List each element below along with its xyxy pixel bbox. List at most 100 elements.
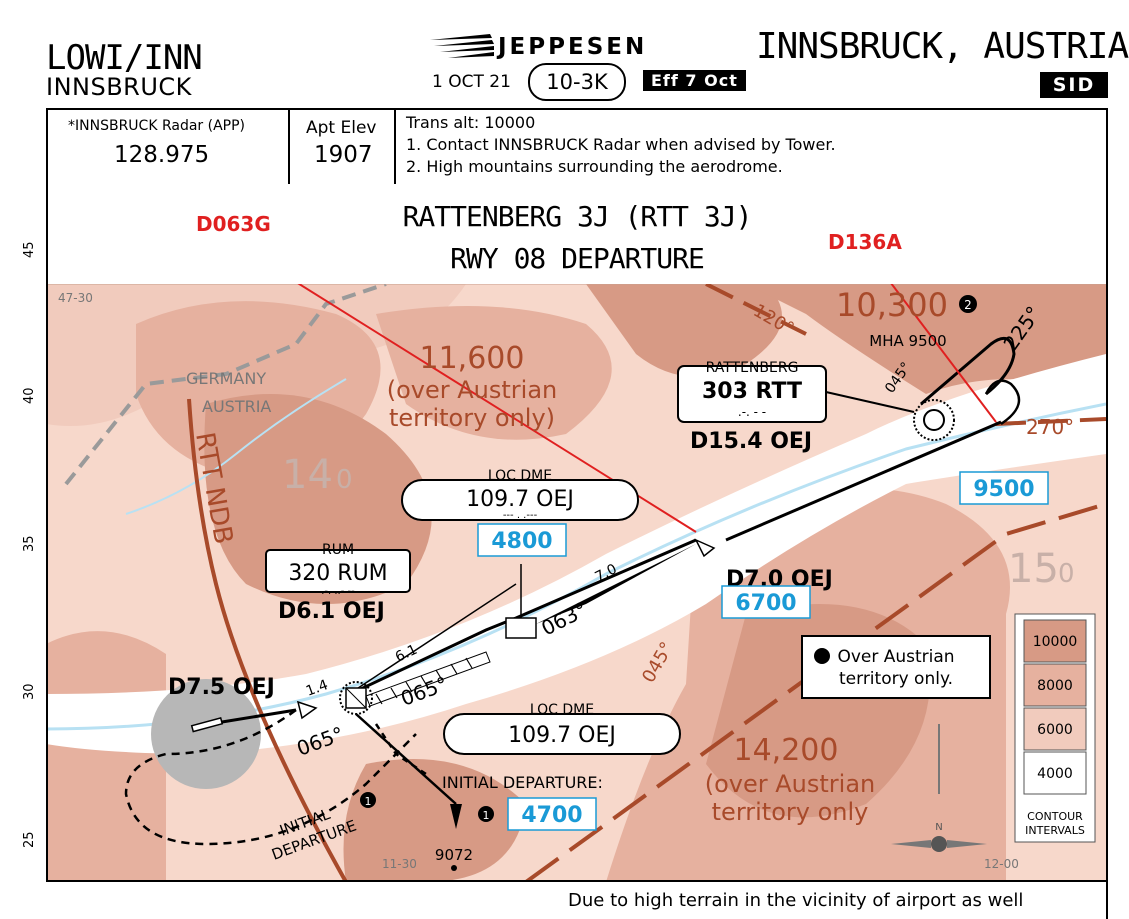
terrain-10000-s: [343, 759, 526, 882]
lat-tick-45: 45: [22, 241, 37, 258]
grid-label-lon-right: 12-00: [984, 857, 1019, 871]
rum-ndb-cross: [345, 687, 367, 709]
north-label: N: [935, 822, 942, 833]
rum-frequency: 320 RUM: [288, 561, 387, 586]
initial-departure-south: [355, 713, 457, 805]
procedure-title-box: RATTENBERG 3J (RTT 3J) RWY 08 DEPARTURE: [46, 184, 1108, 286]
alt-6700-box: [721, 585, 811, 619]
rattenberg-name: RATTENBERG: [706, 360, 799, 376]
loc-dme-upper-title: LOC DME: [488, 468, 552, 484]
apt-elev-label: Apt Elev: [306, 118, 377, 138]
country-austria: AUSTRIA: [202, 397, 271, 416]
alt-4800-box: [477, 523, 567, 557]
grid-mora-left: 14: [282, 452, 333, 498]
trans-alt: Trans alt: 10000: [406, 113, 536, 132]
fix-d75: D7.5 OEJ: [168, 675, 275, 700]
holding-return: [984, 379, 1021, 426]
initial-departure-curve: [374, 723, 427, 776]
rattenberg-frequency: 303 RTT: [702, 379, 802, 404]
rum-title: RUM: [322, 542, 354, 558]
note-2-box: [801, 635, 991, 699]
track-to-rtt: [725, 420, 1002, 542]
note-2-line-1: Over Austrian: [837, 647, 954, 667]
publisher-name: JEPPESEN: [498, 34, 648, 60]
inn-valley: [46, 354, 1106, 754]
alt-4700-box: [507, 797, 597, 831]
fix-d61: D6.1 OEJ: [278, 599, 385, 624]
lat-tick-40: 40: [22, 387, 37, 404]
radial-045-line: [524, 502, 1106, 882]
loc-dme-upper-box: [401, 479, 639, 521]
loc-dme-lower-box: [443, 713, 681, 755]
initial-departure-label: INITIAL DEPARTURE:: [442, 773, 603, 792]
loc-dme-lower-frequency: 109.7 OEJ: [508, 723, 616, 748]
grid-label-lon-left: 11-30: [382, 857, 417, 871]
fix-d75-triangle: [296, 700, 318, 720]
notes-cell: Trans alt: 10000 1. Contact INNSBRUCK Ra…: [398, 110, 1106, 184]
msa-left-note-2: territory only): [389, 404, 555, 432]
terrain-8000-n: [376, 306, 612, 440]
communications-box: *INNSBRUCK Radar (APP) 128.975 Apt Elev …: [46, 108, 1108, 186]
track-063: [515, 538, 697, 620]
note-1: 1. Contact INNSBRUCK Radar when advised …: [406, 135, 836, 154]
border-line: [64, 284, 387, 486]
msa-right-note-1: (over Austrian: [705, 770, 876, 798]
hatched-segment: [365, 651, 491, 707]
alt-4700: 4700: [521, 803, 582, 828]
radial-120-line: [705, 284, 807, 336]
alt-9500: 9500: [973, 477, 1034, 502]
legend-swatch-6000: [1023, 707, 1087, 751]
note-2-line-2: territory only.: [839, 669, 953, 689]
top-altitude-note-icon: [959, 295, 977, 313]
grid-mora-left-sup: 0: [336, 465, 353, 495]
msa-right-altitude: 14,200: [734, 733, 839, 768]
terrain-8000-sw: [46, 631, 166, 882]
rum-box: [265, 549, 411, 593]
rum-morse: .-. ..- --: [321, 586, 355, 597]
legend-swatch-10000: [1023, 619, 1087, 663]
location-title: INNSBRUCK, AUSTRIA: [756, 26, 1129, 67]
map-frame-right: [1106, 284, 1108, 919]
rtt-ndb-bearing-line: [187, 398, 348, 882]
radar-cell: *INNSBRUCK Radar (APP) 128.975: [48, 110, 290, 184]
lat-tick-25: 25: [22, 831, 37, 848]
legend-8000: 8000: [1037, 678, 1073, 694]
chart-number: 10-3K: [528, 63, 626, 101]
dist-14: 1.4: [304, 677, 330, 700]
track-063-arrow: [536, 544, 696, 624]
annotation-d136a: D136A: [828, 230, 902, 254]
mha-label: MHA 9500: [869, 332, 946, 350]
rtt-ndb-icon: [913, 399, 955, 441]
fix-d70-triangle: [694, 538, 716, 558]
rattenberg-distance: D15.4 OEJ: [690, 429, 812, 454]
grid-mora-right-sup: 0: [1058, 559, 1075, 589]
note-1-marker-b-icon: [478, 806, 494, 822]
msa-left-altitude: 11,600: [420, 341, 525, 376]
jeppesen-compass-icon: [931, 836, 947, 852]
legend-title-2: INTERVALS: [1025, 824, 1085, 837]
top-altitude: 10,300: [836, 286, 948, 324]
note-2: 2. High mountains surrounding the aerodr…: [406, 157, 783, 176]
initial-departure-loop: [124, 708, 417, 846]
lat-tick-35: 35: [22, 535, 37, 552]
legend-4000: 4000: [1037, 766, 1073, 782]
loc-dme-upper-frequency: 109.7 OEJ: [466, 487, 574, 512]
alt-6700: 6700: [735, 591, 796, 616]
alt-4800: 4800: [491, 529, 552, 554]
procedure-title: RATTENBERG 3J (RTT 3J) RWY 08 DEPARTURE: [48, 196, 1106, 280]
note-1-a: 1: [365, 795, 372, 808]
grid-label-lat: 47-30: [58, 291, 93, 305]
spot-elevation-dot: [451, 865, 457, 871]
map-frame-left: [46, 284, 48, 882]
top-altitude-note: 2: [964, 298, 972, 312]
radar-frequency: 128.975: [114, 142, 210, 168]
loc-course-line: [345, 583, 517, 697]
note-2-marker-icon: [814, 648, 830, 664]
rattenberg-box: [677, 365, 827, 423]
alt-9500-box: [959, 471, 1049, 505]
note-1-marker-a-icon: [360, 792, 376, 808]
map-frame-bottom: [46, 880, 1108, 882]
procedure-runway: RWY 08 DEPARTURE: [450, 242, 705, 275]
annotation-d063g: D063G: [196, 212, 271, 236]
loc-dme-upper-morse: --- . .---: [503, 510, 538, 521]
